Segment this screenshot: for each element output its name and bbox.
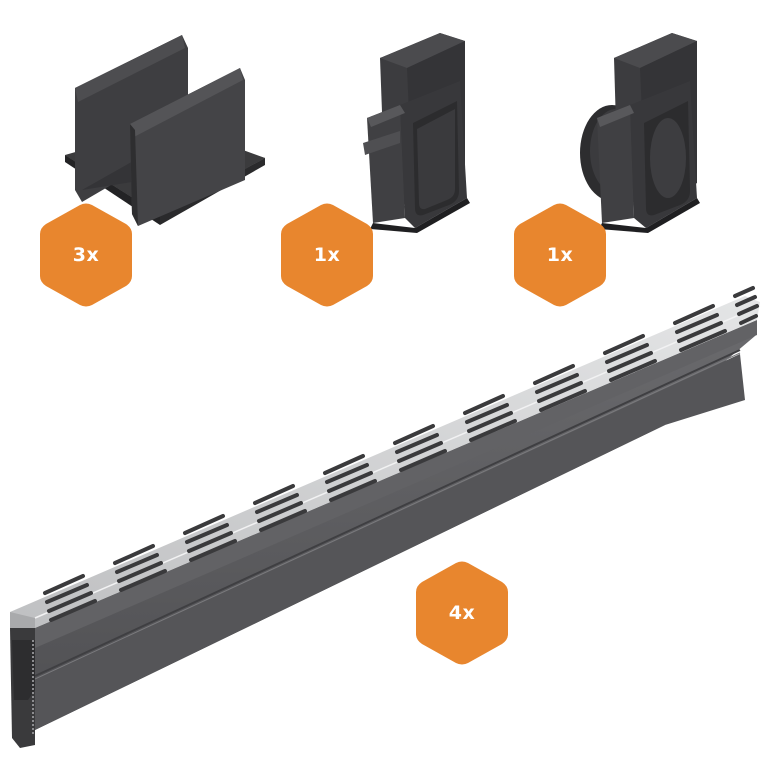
quantity-badge-end-cap: 1x bbox=[279, 202, 375, 308]
end-cap-icon bbox=[363, 33, 470, 233]
hexagon-badge-icon bbox=[416, 561, 508, 665]
end-cap-outlet-icon bbox=[580, 33, 700, 233]
quantity-badge-end-cap-outlet: 1x bbox=[512, 202, 608, 308]
hexagon-badge-icon bbox=[514, 203, 606, 307]
grate-slots bbox=[43, 286, 759, 622]
u-channel-connector-icon bbox=[65, 35, 265, 226]
quantity-label: 1x bbox=[313, 244, 341, 266]
quantity-label: 4x bbox=[448, 602, 476, 624]
hexagon-badge-icon bbox=[40, 203, 132, 307]
hexagon-badge-icon bbox=[281, 203, 373, 307]
quantity-badge-channel: 4x bbox=[414, 560, 510, 666]
quantity-label: 1x bbox=[546, 244, 574, 266]
quantity-badge-connector: 3x bbox=[38, 202, 134, 308]
quantity-label: 3x bbox=[72, 244, 100, 266]
